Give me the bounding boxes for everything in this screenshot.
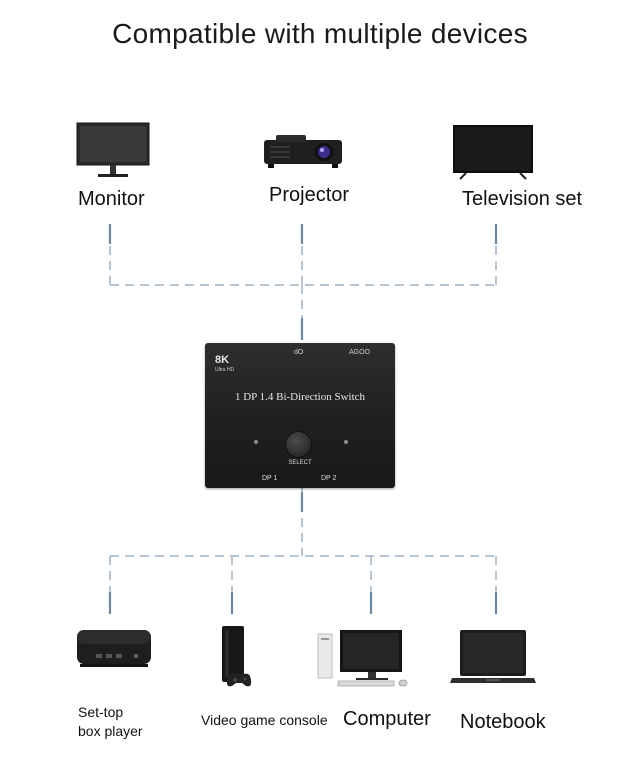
notebook-device <box>448 628 538 688</box>
projector-device <box>262 132 344 170</box>
dp-switch-box: 8K Ultra HD dO AGOO 1 DP 1.4 Bi-Directio… <box>205 343 395 488</box>
computer-device <box>316 628 412 688</box>
select-button[interactable] <box>286 432 311 457</box>
set-top-box-icon <box>77 630 151 667</box>
resolution-subtext: Ultra HD <box>215 367 235 373</box>
game-console-label: Video game console <box>201 712 328 728</box>
game-console-device <box>218 624 258 690</box>
projector-label: Projector <box>269 184 350 206</box>
set-top-box-label-line2: box player <box>78 723 143 739</box>
set-top-box-label: Set-top box player <box>78 703 143 741</box>
select-label: SELECT <box>288 460 312 466</box>
page-title: Compatible with multiple devices <box>112 18 528 49</box>
port2-label: DP 2 <box>321 475 337 482</box>
computer-icon <box>317 630 408 687</box>
television-device <box>452 124 534 180</box>
notebook-icon <box>450 630 536 683</box>
notebook-label: Notebook <box>460 711 546 733</box>
resolution-text: 8K <box>215 354 230 366</box>
resolution-logo: 8K Ultra HD <box>215 355 234 375</box>
switch-top-icon-text: dO <box>294 349 304 356</box>
monitor-label: Monitor <box>78 188 145 210</box>
switch-model-text: 1 DP 1.4 Bi-Direction Switch <box>234 391 366 403</box>
port2-led-indicator <box>344 440 348 444</box>
computer-label: Computer <box>343 708 431 730</box>
television-icon <box>453 125 533 180</box>
set-top-box-device <box>74 626 154 672</box>
projector-icon <box>264 135 342 168</box>
port1-led-indicator <box>254 440 258 444</box>
set-top-box-label-line1: Set-top <box>78 704 124 720</box>
monitor-device <box>76 122 150 182</box>
switch-brand: AGOO <box>349 349 371 356</box>
monitor-icon <box>76 122 150 177</box>
television-label: Television set <box>462 188 583 210</box>
game-console-icon <box>222 626 252 687</box>
port1-label: DP 1 <box>262 475 278 482</box>
